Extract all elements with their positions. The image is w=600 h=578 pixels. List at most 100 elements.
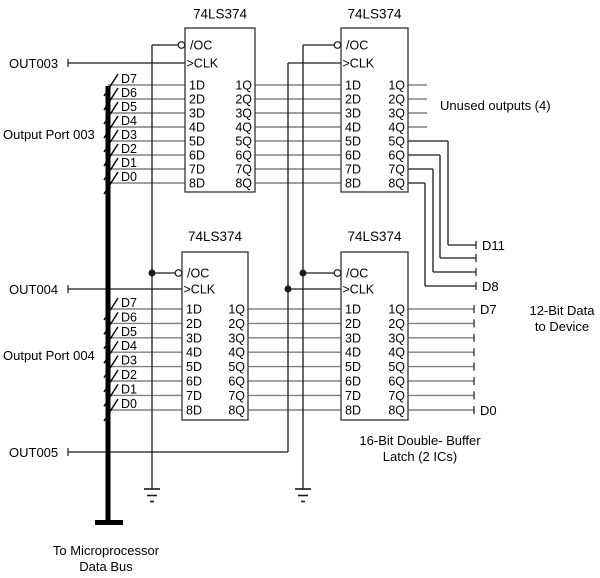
pin-label-d: 4D xyxy=(345,121,361,135)
pin-label-q: 7Q xyxy=(235,163,252,177)
pin-label-q: 4Q xyxy=(388,121,405,135)
pin-label-d: 6D xyxy=(189,149,205,163)
pin-label-q: 8Q xyxy=(235,177,252,191)
pin-label-d: 3D xyxy=(345,331,361,345)
label-12bit-data-line1: 12-Bit Data xyxy=(529,303,595,318)
pin-label-q: 3Q xyxy=(388,331,405,345)
label-bus-caption-line1: To Microprocessor xyxy=(52,543,160,558)
pin-label-q: 7Q xyxy=(388,163,405,177)
label-12bit-data-line2: to Device xyxy=(534,319,590,334)
pin-label-q: 5Q xyxy=(235,135,252,149)
pin-label-d: 1D xyxy=(189,79,205,93)
ic-box xyxy=(184,27,256,193)
pin-label-d: 2D xyxy=(345,317,361,331)
bus-tap-slash xyxy=(103,384,119,407)
bus-tap-slash xyxy=(103,312,119,335)
pin-label-d: 5D xyxy=(189,135,205,149)
bus-tap-slash xyxy=(103,129,119,153)
label-out005: OUT005 xyxy=(9,445,59,460)
ic-title: 74LS374 xyxy=(347,229,402,244)
ic-title: 74LS374 xyxy=(188,229,243,244)
pin-label-clk: >CLK xyxy=(187,57,219,71)
pin-label-d: 5D xyxy=(186,360,202,374)
pin-label-d: 7D xyxy=(345,389,361,403)
pin-label-q: 6Q xyxy=(388,375,405,389)
label-12bit-data: 12-Bit Data to Device xyxy=(512,303,600,335)
pin-label-q: 5Q xyxy=(388,135,405,149)
bus-tap-slash xyxy=(103,398,119,422)
bus-bit-label: D5 xyxy=(121,100,137,114)
pin-label-q: 8Q xyxy=(388,404,405,418)
pin-label-q: 5Q xyxy=(388,360,405,374)
ic-title: 74LS374 xyxy=(193,7,248,22)
pin-label-q: 8Q xyxy=(388,177,405,191)
pin-label-q: 3Q xyxy=(228,331,245,345)
bus-bit-label: D3 xyxy=(121,354,137,368)
pin-label-q: 7Q xyxy=(388,389,405,403)
bus-bit-label: D4 xyxy=(121,339,137,353)
bus-bit-label: D3 xyxy=(121,128,137,142)
pin-label-q: 2Q xyxy=(388,93,405,107)
pin-label-d: 8D xyxy=(189,177,205,191)
inverter-bubble-icon xyxy=(174,269,183,277)
bus-tap-slash xyxy=(103,326,119,350)
pin-label-d: 1D xyxy=(345,303,361,317)
pin-label-d: 1D xyxy=(345,79,361,93)
label-latch-caption: 16-Bit Double- Buffer Latch (2 ICs) xyxy=(330,433,510,465)
pin-label-d: 3D xyxy=(186,331,202,345)
inverter-bubble-icon xyxy=(333,269,342,277)
pin-label-q: 6Q xyxy=(235,149,252,163)
bus-tap-slash xyxy=(103,340,119,364)
bus-bit-label: D0 xyxy=(121,397,137,411)
pin-label-d: 8D xyxy=(345,177,361,191)
pin-label-d: 8D xyxy=(345,404,361,418)
pin-label-d: 4D xyxy=(189,121,205,135)
pin-label-d: 2D xyxy=(189,93,205,107)
bus-tap-slash xyxy=(103,355,119,378)
pin-label-d: 7D xyxy=(345,163,361,177)
ic-title: 74LS374 xyxy=(347,7,402,22)
bus-tap-slash xyxy=(103,157,119,181)
pin-label-d: 6D xyxy=(186,375,202,389)
pin-label-d: 3D xyxy=(189,107,205,121)
bus-tap-slash xyxy=(103,171,119,195)
label-d11: D11 xyxy=(482,238,505,253)
pin-label-q: 2Q xyxy=(235,93,252,107)
pin-label-oc: /OC xyxy=(187,267,209,281)
label-output-port-003: Output Port 003 xyxy=(3,127,95,142)
bus-bit-label: D5 xyxy=(121,325,137,339)
pin-label-q: 4Q xyxy=(235,121,252,135)
pin-label-q: 3Q xyxy=(235,107,252,121)
pin-label-clk: >CLK xyxy=(343,57,375,71)
bus-bit-label: D6 xyxy=(121,310,137,324)
pin-label-d: 4D xyxy=(186,346,202,360)
pin-label-d: 6D xyxy=(345,149,361,163)
pin-label-q: 8Q xyxy=(228,404,245,418)
bus-bit-label: D4 xyxy=(121,114,137,128)
bus-bit-label: D2 xyxy=(121,142,137,156)
pin-label-q: 1Q xyxy=(388,79,405,93)
pin-label-q: 4Q xyxy=(388,346,405,360)
pin-label-q: 1Q xyxy=(228,303,245,317)
pin-label-oc: /OC xyxy=(346,267,368,281)
pin-label-q: 6Q xyxy=(388,149,405,163)
bus-bit-label: D7 xyxy=(121,72,137,86)
bus-tap-slash xyxy=(103,73,119,97)
label-bus-caption: To Microprocessor Data Bus xyxy=(26,543,186,575)
pin-label-d: 4D xyxy=(345,346,361,360)
label-bus-caption-line2: Data Bus xyxy=(79,559,133,574)
pin-label-q: 5Q xyxy=(228,360,245,374)
label-d7: D7 xyxy=(480,302,497,317)
ic-box xyxy=(181,251,249,421)
pin-label-d: 7D xyxy=(186,389,202,403)
pin-label-q: 3Q xyxy=(388,107,405,121)
pin-label-q: 4Q xyxy=(228,346,245,360)
pin-label-d: 5D xyxy=(345,135,361,149)
pin-label-q: 7Q xyxy=(228,389,245,403)
bus-tap-slash xyxy=(103,143,119,167)
bus-bit-label: D6 xyxy=(121,86,137,100)
label-d0: D0 xyxy=(480,403,497,418)
pin-label-d: 6D xyxy=(345,375,361,389)
pin-label-clk: >CLK xyxy=(343,283,375,297)
